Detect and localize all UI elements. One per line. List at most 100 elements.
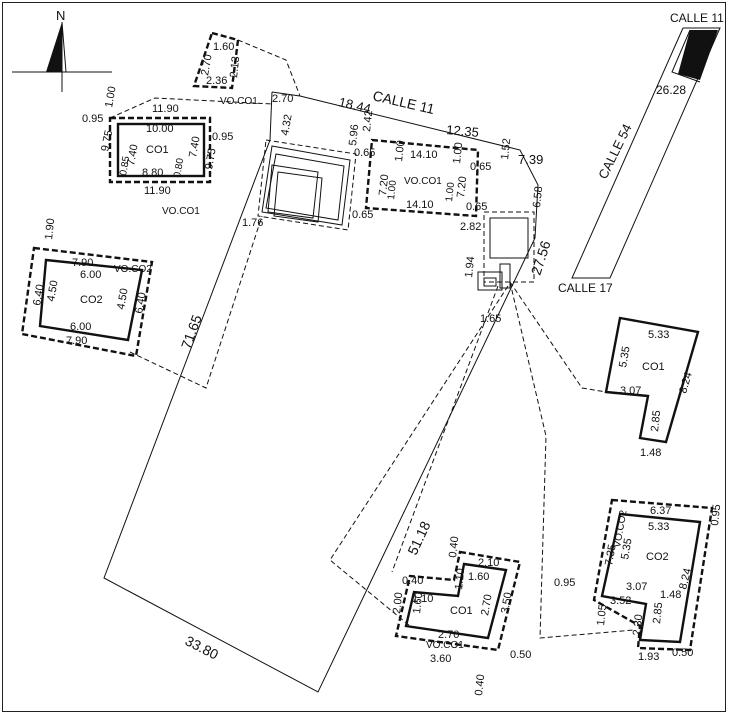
co1-bottom-link-2 [391, 285, 499, 573]
dim-5-33b: 5.33 [648, 521, 669, 533]
dim-0-95b: 0.95 [212, 131, 233, 143]
dim-1-00e: 1.00 [444, 181, 457, 202]
dim-0-65d: 0.65 [466, 201, 487, 213]
dim-9-75b: 9.75 [203, 147, 219, 170]
dim-3-50: 3.50 [499, 591, 515, 614]
dim-0-80: 0.80 [172, 157, 186, 179]
dim-0-40a: 0.40 [447, 536, 461, 559]
dim-5-35a: 5.35 [617, 345, 633, 368]
dim-1-10a: 1.10 [453, 568, 467, 591]
dim-3-60: 3.60 [430, 653, 451, 665]
dim-2-70: 2.70 [272, 93, 293, 105]
dim-7-39: 7.39 [518, 152, 543, 167]
dim-0-95c: 0.95 [709, 504, 723, 527]
side-building [489, 217, 529, 259]
dim-0-65c: 0.65 [352, 209, 373, 221]
dim-5-96: 5.96 [347, 124, 361, 147]
dim-8-80: 8.80 [142, 167, 163, 179]
dim-2-13: 2.13 [228, 56, 242, 79]
dim-2-00: 2.00 [391, 592, 405, 615]
dim-71-65: 71.65 [178, 312, 205, 351]
label-voco2-left: VO.CO2 [114, 264, 152, 275]
dim-51-18: 51.18 [404, 519, 433, 558]
co1-bottom-footprint [404, 562, 508, 640]
dim-1-48b: 1.48 [660, 589, 681, 601]
co2-left-link [129, 215, 263, 389]
street-calle11-corner: CALLE 11 [670, 11, 724, 25]
north-arrow-icon: N [12, 8, 112, 92]
co1-bottom-dash [394, 550, 522, 652]
dim-8-24a: 8.24 [677, 371, 694, 395]
dim-2-82: 2.82 [460, 221, 481, 233]
dim-1-00b: 1.00 [393, 140, 407, 163]
label-co2-left: CO2 [80, 294, 103, 306]
co1-left-link [109, 97, 273, 119]
dim-1-76: 1.76 [242, 217, 263, 229]
side-unit-small [477, 271, 503, 291]
co2-right-link [509, 281, 635, 639]
corner-line [671, 29, 701, 83]
dim-1-48a: 1.48 [640, 447, 661, 459]
voco1-top-plot [192, 31, 240, 90]
dim-2-70c: 2.70 [479, 593, 495, 616]
dim-11-90a: 11.90 [152, 103, 179, 115]
dim-4-50a: 4.50 [45, 279, 61, 302]
co1-right-link [509, 281, 607, 393]
dim-1-94: 1.94 [463, 256, 477, 279]
dim-1-65: 1.65 [480, 313, 501, 325]
label-voco1-c: VO.CO1 [404, 176, 442, 187]
dim-14-10a: 14.10 [410, 149, 438, 161]
main-lot-outline [103, 91, 539, 693]
label-voco1-d: VO.CO1 [426, 640, 464, 651]
street-calle17: CALLE 17 [558, 281, 613, 295]
label-voco1-a: VO.CO1 [220, 96, 258, 107]
dim-1-60c: 1.60 [411, 592, 425, 615]
side-unit-small-inner [483, 277, 497, 287]
dim-0-85: 0.85 [118, 155, 132, 177]
dim-5-35b: 5.35 [619, 537, 635, 560]
dim-1-10b: 1.10 [412, 593, 433, 605]
dim-12-35: 12.35 [446, 122, 480, 140]
dim-1-00d: 1.00 [386, 179, 399, 200]
dim-0-95d: 0.95 [554, 577, 575, 589]
dim-1-00a: 1.00 [103, 85, 119, 108]
co1-bottom-link [329, 285, 509, 627]
dim-0-50a: 0.50 [672, 647, 693, 659]
dim-1-00c: 1.00 [451, 142, 465, 165]
dim-7-40b: 7.40 [187, 135, 203, 158]
dim-0-95a: 0.95 [82, 113, 103, 125]
dim-0-50b: 0.50 [510, 649, 531, 661]
dim-4-50b: 4.50 [115, 287, 131, 310]
corner-hatch [678, 30, 718, 80]
front-building-outline [261, 145, 351, 226]
dim-14-10b: 14.10 [406, 199, 434, 211]
dim-11-90b: 11.90 [144, 185, 171, 197]
dim-0-65b: 0.65 [470, 161, 491, 173]
co2-right-dash [592, 498, 714, 652]
north-label: N [56, 8, 65, 23]
dim-7-35: 7.35 [603, 543, 619, 566]
dim-6-40b: 6.40 [133, 291, 149, 314]
side-unit-b [499, 263, 511, 289]
label-co2-right: CO2 [646, 551, 669, 563]
dim-8-24b: 8.24 [677, 567, 694, 591]
co2-left-footprint [38, 258, 144, 342]
dim-18-44: 18.44 [337, 94, 372, 116]
dim-6-37: 6.37 [650, 505, 671, 517]
dim-3-07b: 3.07 [626, 581, 647, 593]
dim-1-52: 1.52 [499, 138, 513, 161]
dim-1-60b: 1.60 [468, 571, 489, 583]
dim-2-85a: 2.85 [649, 410, 663, 433]
dim-6-58: 6.58 [531, 186, 545, 209]
dim-3-52: 3.52 [610, 595, 631, 607]
dim-2-30: 2.30 [631, 614, 645, 637]
front-room-dash [257, 139, 357, 231]
label-co1-bottom: CO1 [450, 605, 473, 617]
dim-1-93: 1.93 [638, 651, 659, 663]
dim-1-90: 1.90 [43, 218, 57, 241]
dim-5-33a: 5.33 [648, 329, 669, 341]
dim-2-70d: 2.70 [438, 629, 459, 641]
dim-26-28: 26.28 [656, 83, 686, 97]
